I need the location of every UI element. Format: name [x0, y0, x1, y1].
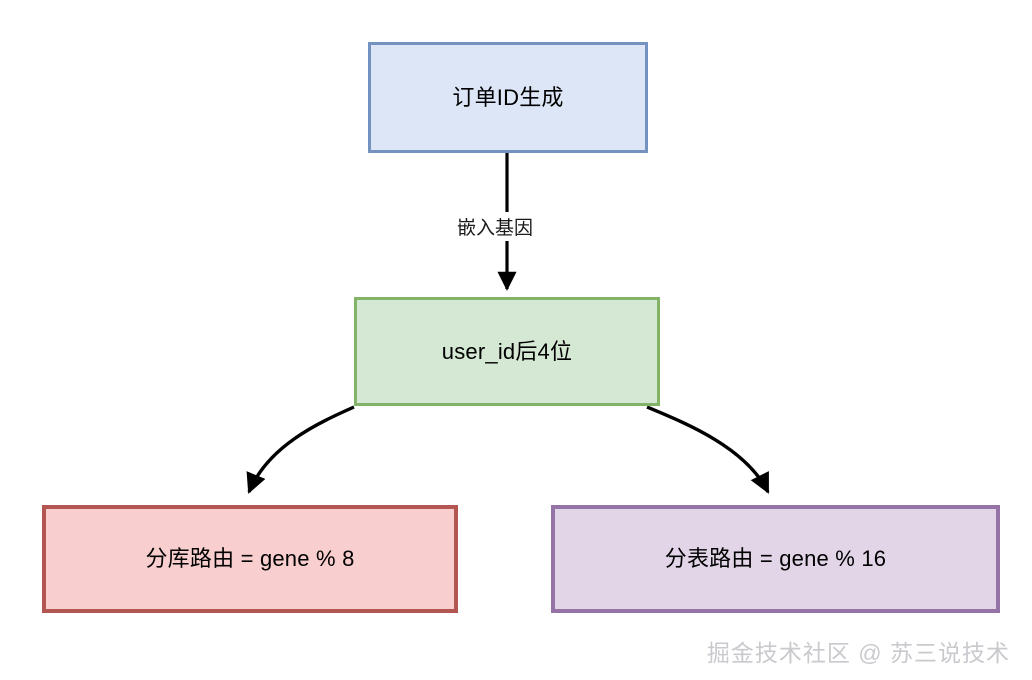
node-database-route[interactable]: 分库路由 = gene % 8 — [42, 505, 458, 613]
edge-gene-to-db — [246, 405, 355, 494]
edge-gene-to-table — [646, 405, 770, 494]
edge-label-embed-gene: 嵌入基因 — [452, 212, 539, 241]
node-order-id-label: 订单ID生成 — [452, 84, 564, 110]
node-table-route[interactable]: 分表路由 = gene % 16 — [551, 505, 1000, 613]
node-user-id-gene[interactable]: user_id后4位 — [354, 297, 660, 406]
node-user-gene-label: user_id后4位 — [441, 338, 573, 364]
node-table-route-label: 分表路由 = gene % 16 — [664, 546, 887, 572]
watermark: 掘金技术社区 @ 苏三说技术 — [706, 640, 1010, 666]
node-order-id-generation[interactable]: 订单ID生成 — [368, 42, 648, 153]
node-db-route-label: 分库路由 = gene % 8 — [145, 546, 355, 572]
